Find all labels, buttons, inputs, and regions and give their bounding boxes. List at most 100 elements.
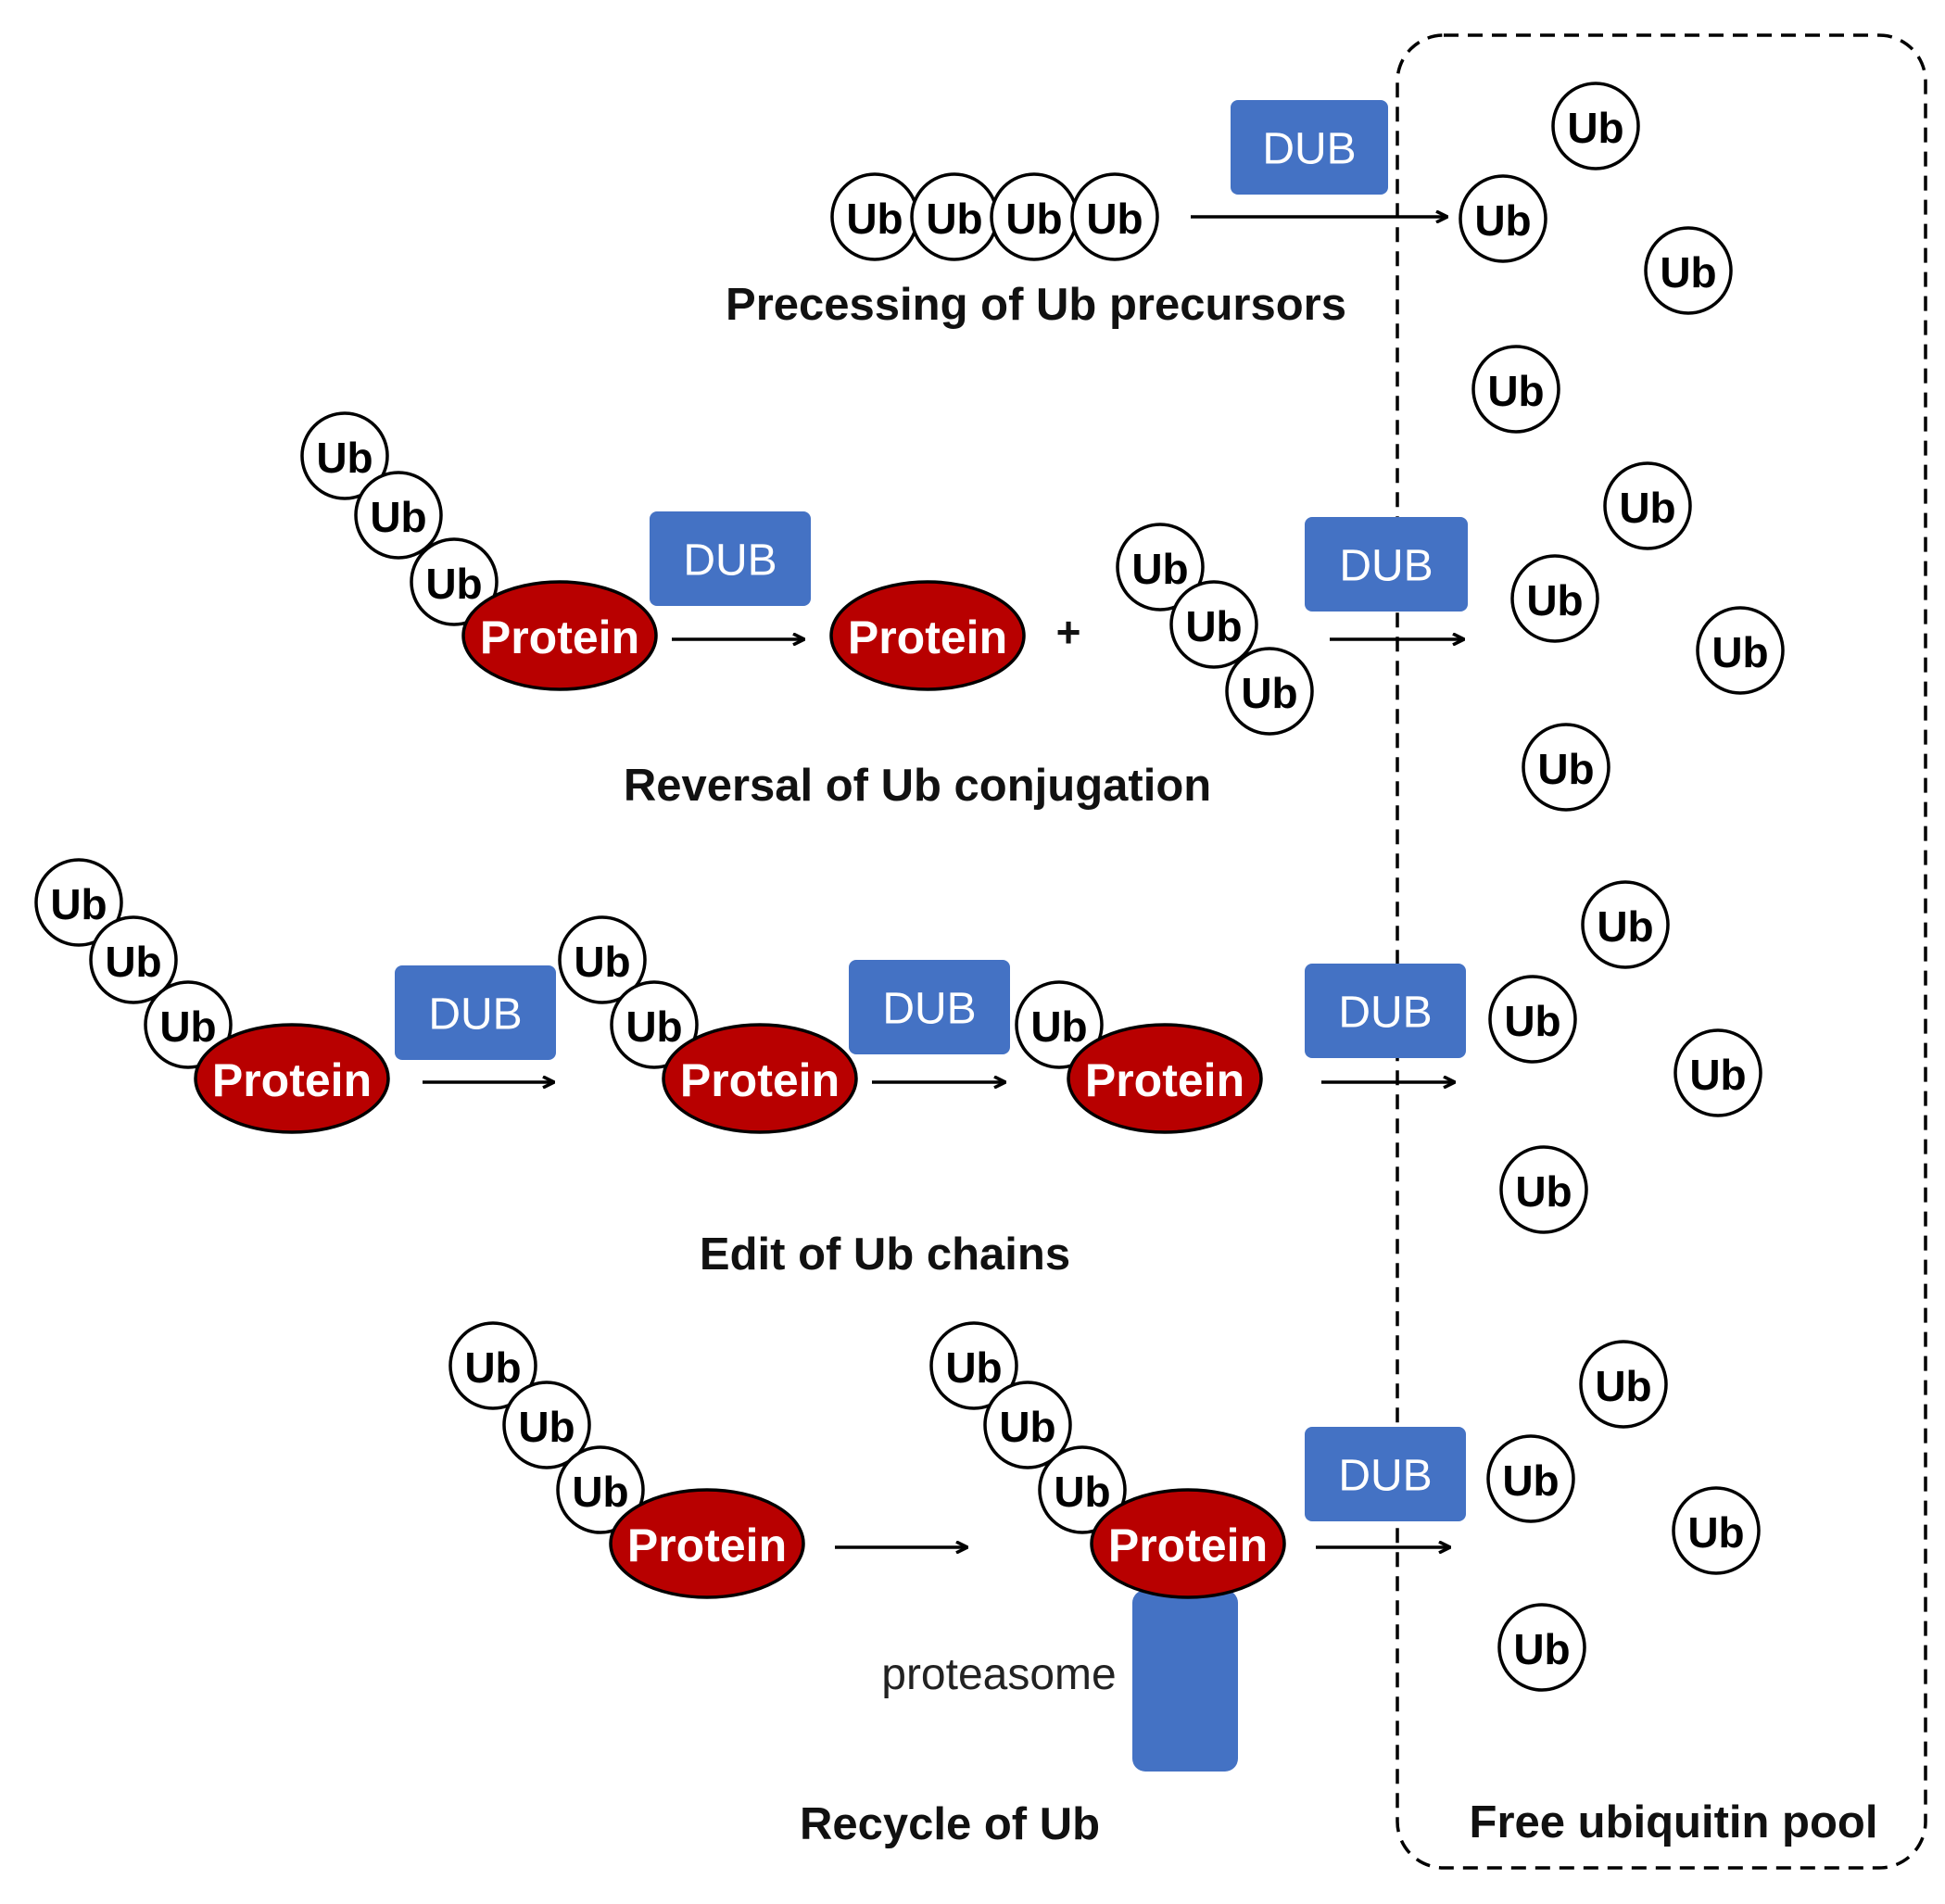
ub-label: Ub <box>1241 669 1297 717</box>
recycle-ub-4: Ub <box>929 1321 1018 1410</box>
protein-ellipse <box>662 1023 858 1134</box>
pool-ub-4: Ub <box>1471 345 1560 434</box>
released-protein: Protein <box>829 580 1026 691</box>
ub-label: Ub <box>1711 628 1768 676</box>
protein-label: Protein <box>1108 1519 1268 1571</box>
ub-circle <box>1488 975 1577 1064</box>
recycle-ub-2: Ub <box>502 1381 591 1469</box>
ub-label: Ub <box>1030 1002 1087 1051</box>
recycle-ub-3: Ub <box>556 1445 645 1534</box>
ub-circle <box>1116 523 1205 612</box>
dub-label: DUB <box>1262 125 1356 174</box>
ub-label: Ub <box>518 1403 575 1451</box>
protein-label: Protein <box>480 612 639 663</box>
conj-chain-ub-2: Ub <box>354 471 443 560</box>
ub-label: Ub <box>1131 545 1188 593</box>
dub-edit-pool: DUB <box>1305 964 1466 1058</box>
protein-ellipse <box>194 1023 390 1134</box>
ub-label: Ub <box>1595 1362 1651 1410</box>
ub-circle <box>448 1321 537 1410</box>
ub-circle <box>929 1321 1018 1410</box>
ub-circle <box>1486 1434 1575 1523</box>
ub-circle <box>1169 580 1258 669</box>
dub-recycle-pool: DUB <box>1305 1427 1466 1521</box>
ub-label: Ub <box>425 560 482 608</box>
conjugated-protein: Protein <box>461 580 658 691</box>
ub-label: Ub <box>1619 484 1675 532</box>
dub-edit-1: DUB <box>395 965 556 1060</box>
ub-circle <box>1225 647 1314 736</box>
edit-protein-1: Protein <box>194 1023 390 1134</box>
ub-label: Ub <box>316 434 373 482</box>
released-chain-ub-1: Ub <box>1116 523 1205 612</box>
dub-reversal: DUB <box>650 511 811 606</box>
dub-label: DUB <box>1339 542 1433 591</box>
ub-circle <box>1070 172 1159 261</box>
ub-label: Ub <box>1474 196 1531 245</box>
dub-label: DUB <box>882 985 976 1034</box>
caption-free-ubiquitin-pool: Free ubiquitin pool <box>1470 1797 1878 1847</box>
ub-label: Ub <box>105 938 161 986</box>
edit-ub-4: Ub <box>558 915 647 1004</box>
dub-rect <box>650 511 811 606</box>
ub-circle <box>1497 1603 1586 1692</box>
precursor-ub-4: Ub <box>1070 172 1159 261</box>
dub-precursor: DUB <box>1231 100 1388 195</box>
conj-chain-ub-1: Ub <box>300 411 389 500</box>
ub-label: Ub <box>1689 1051 1746 1099</box>
ub-label: Ub <box>464 1343 521 1392</box>
ub-label: Ub <box>1687 1508 1744 1557</box>
ub-circle <box>1579 1340 1668 1429</box>
ub-circle <box>502 1381 591 1469</box>
ub-circle <box>556 1445 645 1534</box>
ub-circle <box>1499 1145 1588 1234</box>
ub-label: Ub <box>1660 248 1716 296</box>
ub-label: Ub <box>50 880 107 928</box>
edit-protein-2: Protein <box>662 1023 858 1134</box>
ub-label: Ub <box>999 1403 1055 1451</box>
ub-circle <box>1673 1028 1762 1117</box>
precursor-ub-2: Ub <box>910 172 999 261</box>
ub-label: Ub <box>1502 1456 1559 1505</box>
ub-circle <box>1038 1445 1127 1534</box>
ub-label: Ub <box>572 1468 628 1516</box>
dub-rect <box>395 965 556 1060</box>
ub-label: Ub <box>1086 195 1143 243</box>
ub-circle <box>1581 880 1670 969</box>
pool-ub-1: Ub <box>1551 82 1640 170</box>
ub-circle <box>1603 461 1692 550</box>
ub-circle <box>34 858 123 947</box>
recycle-protein-2: Protein <box>1090 1488 1286 1599</box>
pool-ub-5: Ub <box>1603 461 1692 550</box>
edit-ub-2: Ub <box>89 915 178 1004</box>
dub-edit-2: DUB <box>849 960 1010 1054</box>
caption-reversal: Reversal of Ub conjugation <box>624 761 1211 811</box>
conj-chain-ub-3: Ub <box>410 537 499 626</box>
edit-ub-3: Ub <box>144 980 233 1069</box>
ub-label: Ub <box>1487 367 1544 415</box>
ub-circle <box>1522 723 1610 812</box>
protein-label: Protein <box>627 1519 787 1571</box>
ub-label: Ub <box>159 1002 216 1051</box>
pool-ub-15: Ub <box>1672 1486 1761 1575</box>
ub-label: Ub <box>574 938 630 986</box>
ub-circle <box>354 471 443 560</box>
dub-rect <box>1305 517 1468 612</box>
ub-label: Ub <box>1526 576 1583 624</box>
protein-label: Protein <box>212 1054 372 1106</box>
ub-circle <box>1696 606 1785 695</box>
ub-label: Ub <box>926 195 982 243</box>
dub-rect <box>849 960 1010 1054</box>
ub-label: Ub <box>370 493 426 541</box>
protein-label: Protein <box>1085 1054 1244 1106</box>
plus-sign: + <box>1056 608 1081 656</box>
caption-recycle: Recycle of Ub <box>800 1799 1100 1849</box>
released-chain-ub-3: Ub <box>1225 647 1314 736</box>
proteasome-label: proteasome <box>881 1650 1116 1699</box>
dub-label: DUB <box>1338 1452 1432 1501</box>
protein-ellipse <box>1067 1023 1263 1134</box>
pool-ub-10: Ub <box>1488 975 1577 1064</box>
ub-circle <box>610 980 699 1069</box>
